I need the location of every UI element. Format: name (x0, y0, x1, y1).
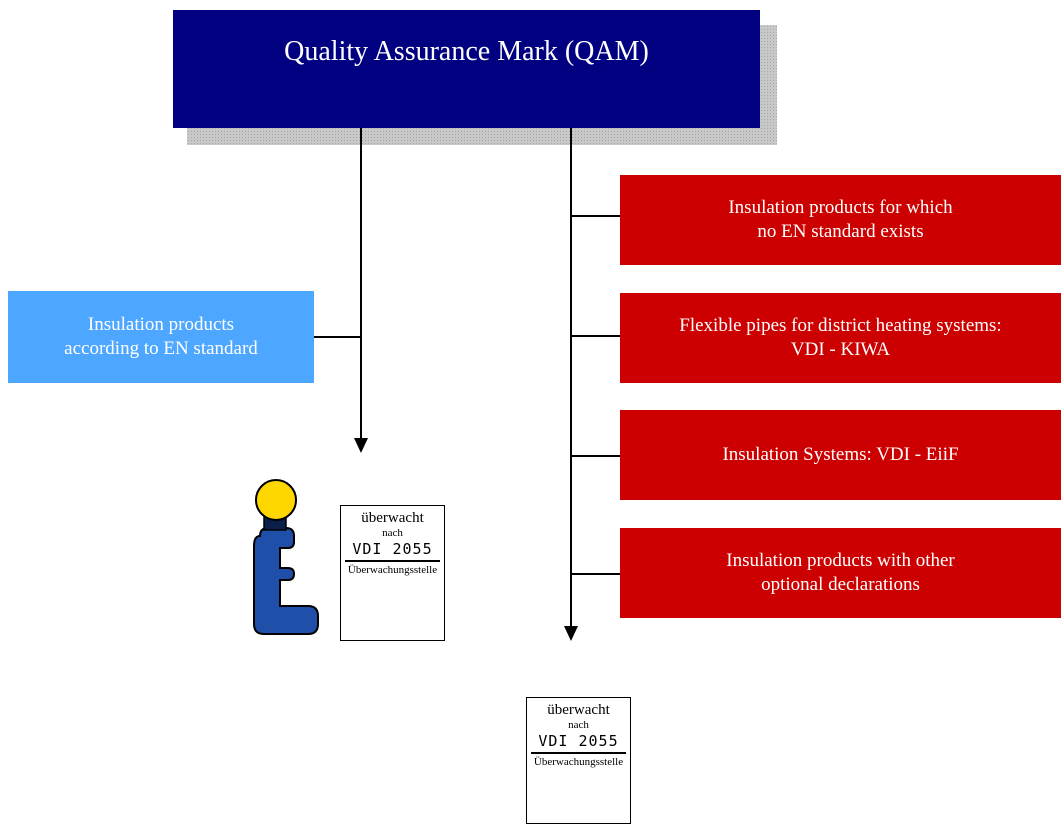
red-box-connector-2 (571, 335, 620, 337)
title-box: Quality Assurance Mark (QAM) (173, 10, 760, 128)
stamp-line-ueberwacht: überwacht (547, 702, 610, 718)
keymark-logo-icon (246, 476, 336, 642)
red-box-label-3: Insulation Systems: VDI - EiiF (722, 444, 959, 465)
insulation-systems-box: Insulation Systems: VDI - EiiF (620, 410, 1061, 500)
stamp-line-ueberwacht: überwacht (361, 510, 424, 526)
stamp-line-vdi: VDI 2055 (352, 540, 433, 558)
red-box-connector-1 (571, 215, 620, 217)
en-standard-label: Insulation products according to EN stan… (64, 314, 258, 359)
red-box-label-4: Insulation products with other optional … (726, 550, 955, 595)
stamp-line-nach: nach (382, 527, 403, 539)
red-box-connector-3 (571, 455, 620, 457)
en-standard-box: Insulation products according to EN stan… (8, 291, 314, 383)
no-en-standard-box: Insulation products for which no EN stan… (620, 175, 1061, 265)
stamp-line-vdi: VDI 2055 (538, 732, 619, 750)
left-arrow-head (354, 438, 368, 453)
left-connector-line (360, 128, 362, 438)
right-arrow-head (564, 626, 578, 641)
stamp-line-stelle: Überwachungsstelle (533, 756, 624, 768)
stamp-line-stelle: Überwachungsstelle (347, 564, 438, 576)
optional-declarations-box: Insulation products with other optional … (620, 528, 1061, 618)
stamp-rule (531, 752, 626, 754)
flexible-pipes-box: Flexible pipes for district heating syst… (620, 293, 1061, 383)
red-box-label-2: Flexible pipes for district heating syst… (679, 315, 1002, 360)
red-box-label-1: Insulation products for which no EN stan… (728, 197, 953, 242)
blue-box-connector (314, 336, 361, 338)
red-box-connector-4 (571, 573, 620, 575)
stamp-rule (345, 560, 440, 562)
vdi-stamp-bottom: überwacht nach VDI 2055 Überwachungsstel… (526, 697, 631, 824)
right-connector-line (570, 128, 572, 626)
vdi-stamp-left: überwacht nach VDI 2055 Überwachungsstel… (340, 505, 445, 641)
title-text: Quality Assurance Mark (QAM) (284, 36, 649, 67)
stamp-line-nach: nach (568, 719, 589, 731)
